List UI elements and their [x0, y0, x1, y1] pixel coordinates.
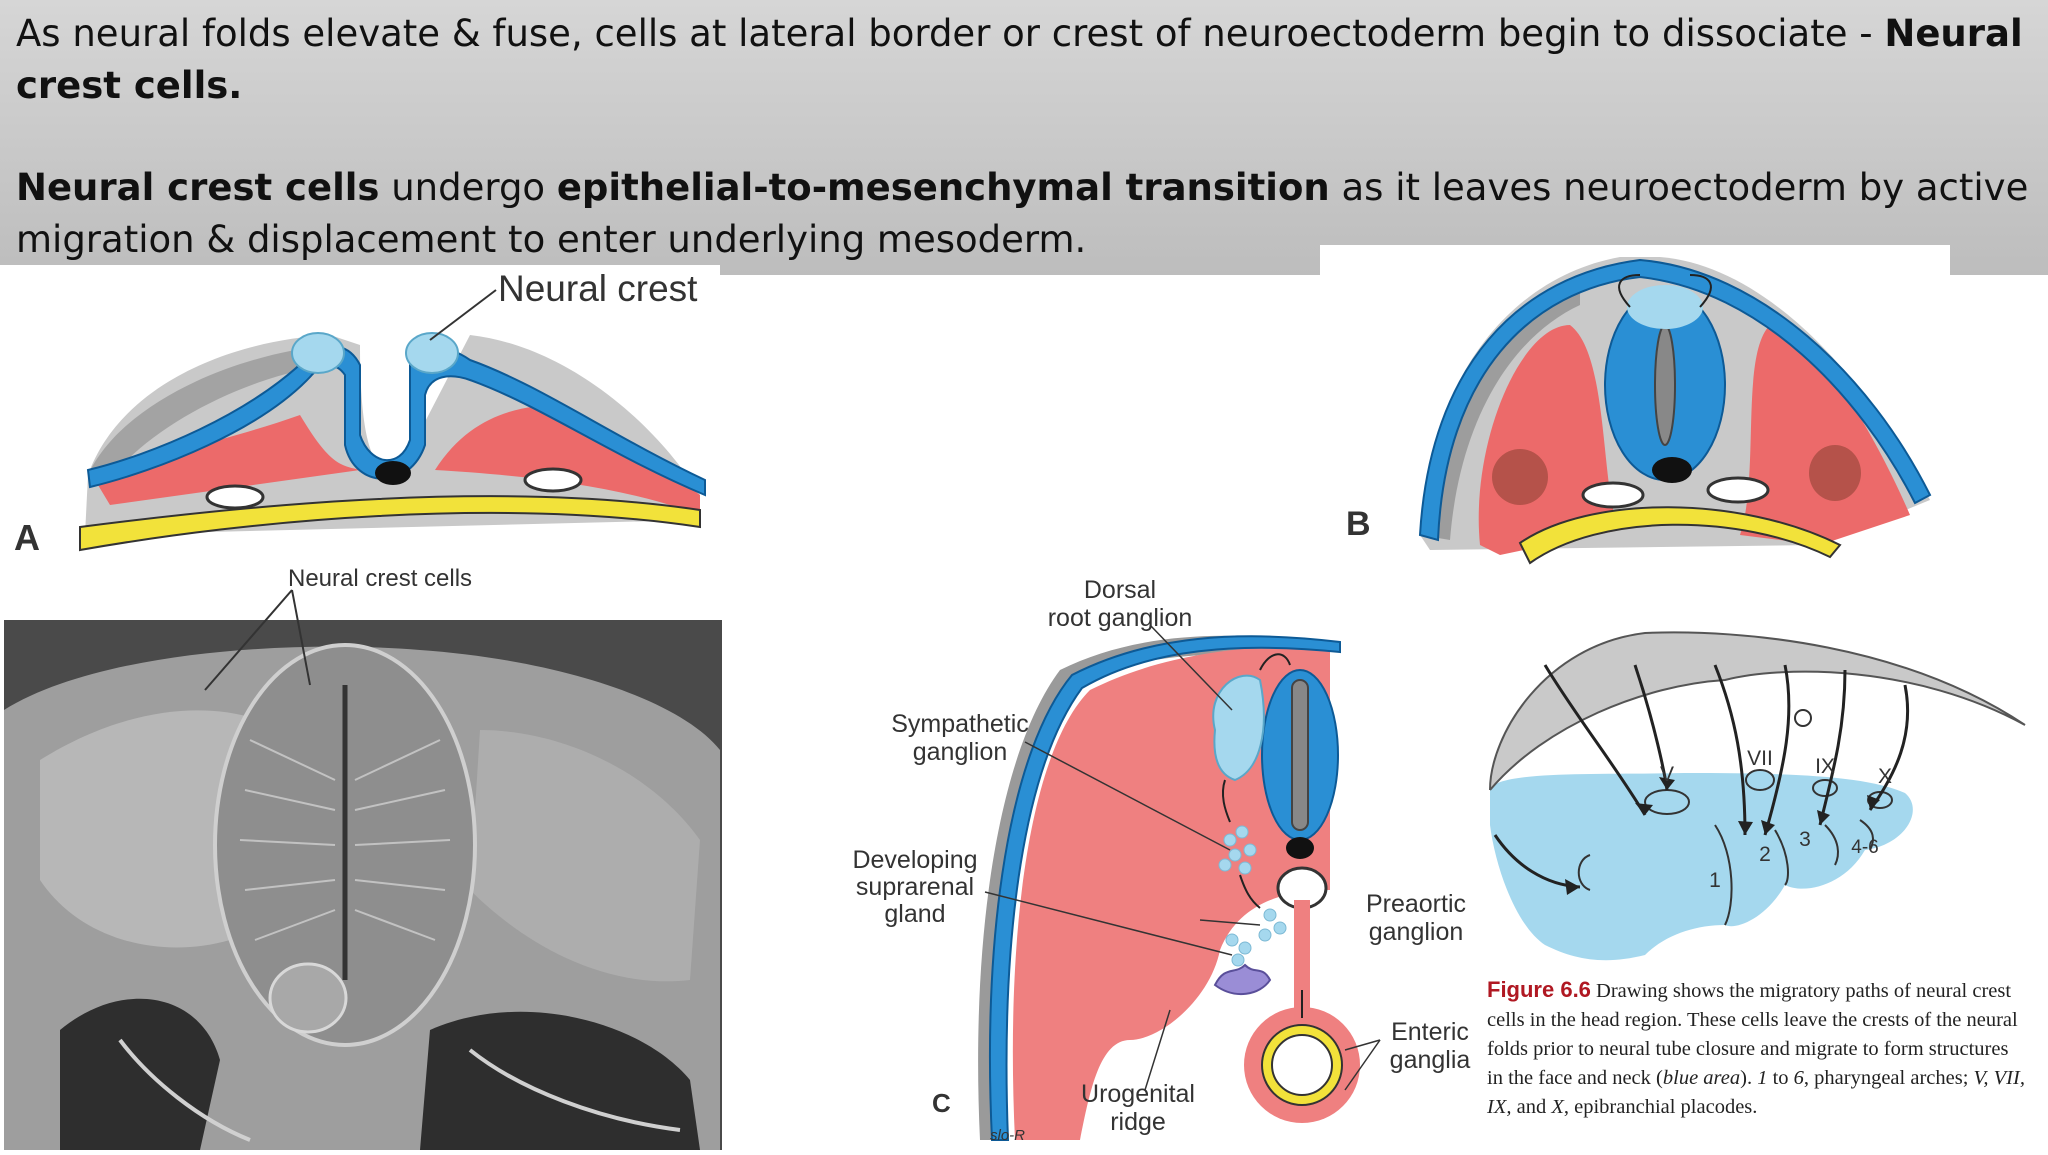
enteric-label-1: Enteric: [1391, 1018, 1469, 1046]
figure-6-6-head-migration: V VII IX X 1 2 3 4-6: [1485, 625, 2045, 970]
arch-4-6: 4-6: [1851, 837, 1878, 858]
sympathetic-label-2: ganglion: [913, 738, 1008, 766]
dorsal-label-1: Dorsal: [1084, 576, 1156, 604]
header-paragraph-1: As neural folds elevate & fuse, cells at…: [16, 12, 2023, 107]
sem-micrograph: Neural crest cells: [0, 560, 725, 1150]
arch-1: 1: [1709, 869, 1721, 892]
suprarenal-label-2: suprarenal: [856, 873, 974, 901]
urogenital-label-2: ridge: [1110, 1108, 1166, 1136]
header-paragraph-2: Neural crest cells undergo epithelial-to…: [16, 166, 2029, 261]
placode-v: V: [1660, 763, 1674, 786]
preaortic-label-1: Preaortic: [1366, 890, 1466, 918]
arch-2: 2: [1759, 843, 1771, 866]
figure-b-neural-tube: B: [1320, 245, 1950, 570]
panel-label-b: B: [1346, 505, 1371, 543]
placode-vii: VII: [1747, 747, 1773, 770]
suprarenal-label-3: gland: [884, 900, 945, 928]
artist-signature: slo-R: [990, 1127, 1025, 1144]
sem-neural-crest-cells-label: Neural crest cells: [288, 565, 472, 592]
sem-figure: Neural crest cells: [0, 560, 725, 1150]
neural-crest-label: Neural crest: [498, 268, 698, 309]
panel-label-c: C: [932, 1088, 951, 1118]
arch-3: 3: [1799, 828, 1811, 851]
figure-a-neural-fold: Neural crest A: [0, 265, 720, 565]
slide-header: As neural folds elevate & fuse, cells at…: [0, 0, 2048, 275]
dorsal-label-2: root ganglion: [1048, 604, 1193, 632]
urogenital-label-1: Urogenital: [1081, 1080, 1195, 1108]
panel-label-a: A: [14, 517, 40, 558]
figure-c-trunk-migration: Dorsal root ganglion Sympathetic ganglio…: [840, 570, 1480, 1150]
enteric-label-2: ganglia: [1390, 1046, 1471, 1074]
preaortic-label-2: ganglion: [1369, 918, 1464, 946]
sympathetic-label-1: Sympathetic: [891, 710, 1029, 738]
placode-ix: IX: [1815, 755, 1835, 778]
suprarenal-label-1: Developing: [852, 846, 977, 874]
figure-6-6-caption: Figure 6.6 Drawing shows the migratory p…: [1487, 977, 2025, 1118]
placode-x: X: [1878, 765, 1892, 788]
